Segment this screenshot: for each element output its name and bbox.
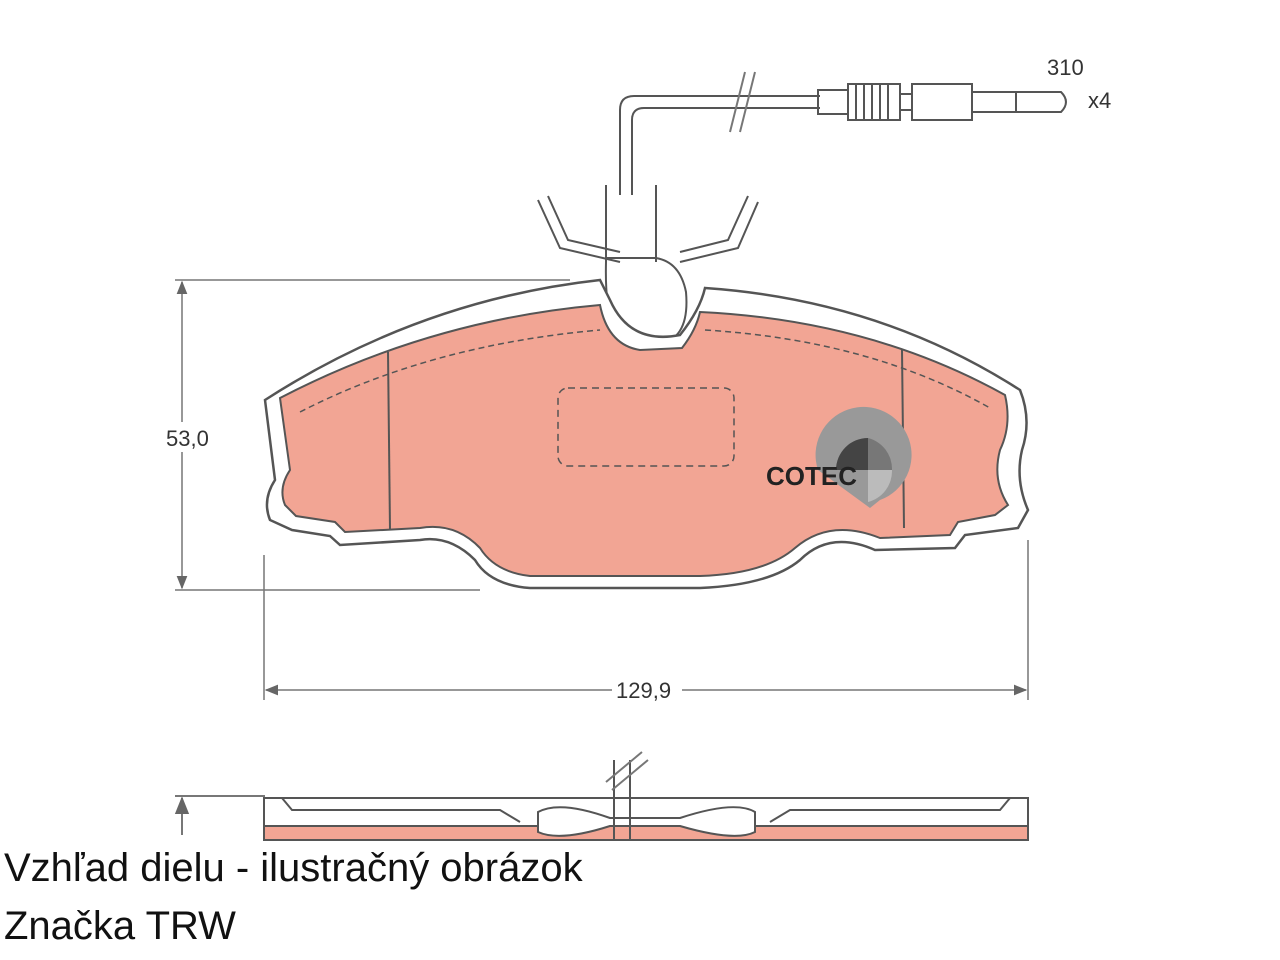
width-dimension-label: 129,9: [616, 678, 671, 703]
cotec-logo-text: COTEC: [766, 461, 857, 491]
count-label: x4: [1088, 88, 1111, 113]
friction-material: [278, 303, 1010, 577]
height-dimension-label: 53,0: [166, 426, 209, 451]
caption-brand: Značka TRW: [4, 904, 236, 948]
cotec-logo: COTEC: [766, 406, 912, 508]
wear-sensor-wire: [619, 71, 1067, 195]
wire-length-label: 310: [1047, 55, 1084, 80]
brake-pad-technical-drawing: COTEC 53,0 129,9 310 x4: [166, 55, 1112, 841]
sensor-clip: [537, 185, 759, 345]
side-view: [174, 751, 1029, 841]
friction-details: [299, 329, 991, 531]
caption-illustration-note: Vzhľad dielu - ilustračný obrázok: [4, 846, 583, 890]
